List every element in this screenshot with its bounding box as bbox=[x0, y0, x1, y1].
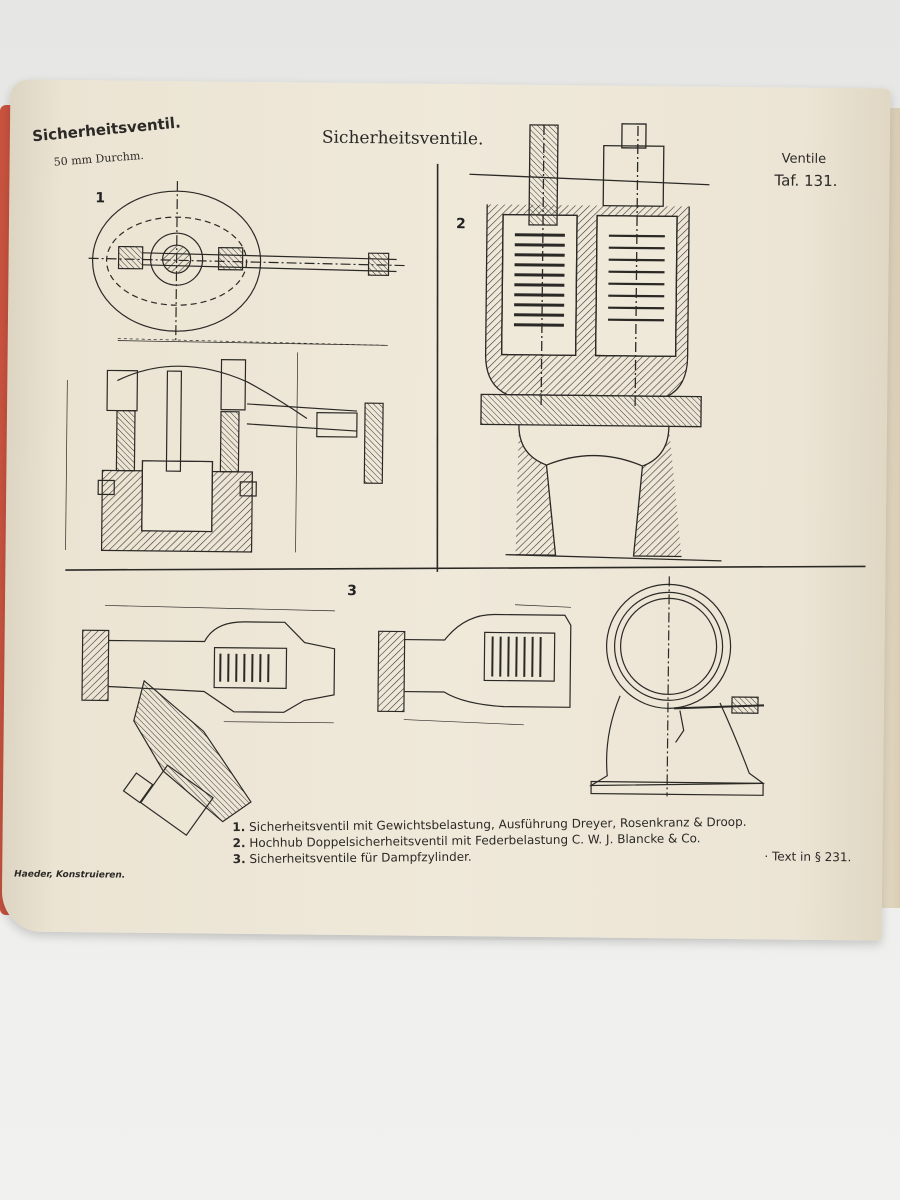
technical-drawings bbox=[65, 123, 866, 837]
figure-1-drawing bbox=[65, 181, 405, 553]
figure-captions: 1. Sicherheitsventil mit Gewichtsbelastu… bbox=[232, 814, 747, 867]
figure-2-drawing bbox=[469, 123, 722, 562]
figure-3-drawing bbox=[81, 576, 765, 837]
caption-3-number: 3. bbox=[232, 852, 246, 867]
caption-3-text: Sicherheitsventile für Dampfzylinder. bbox=[249, 849, 472, 866]
caption-1-number: 1. bbox=[232, 820, 246, 835]
text-reference: · Text in § 231. bbox=[764, 849, 852, 865]
frame-lines bbox=[65, 163, 866, 572]
caption-2-number: 2. bbox=[232, 836, 246, 851]
publisher-credit: Haeder, Konstruieren. bbox=[14, 869, 126, 881]
book-page: Sicherheitsventil. 50 mm Durchm. Sicherh… bbox=[1, 79, 891, 941]
